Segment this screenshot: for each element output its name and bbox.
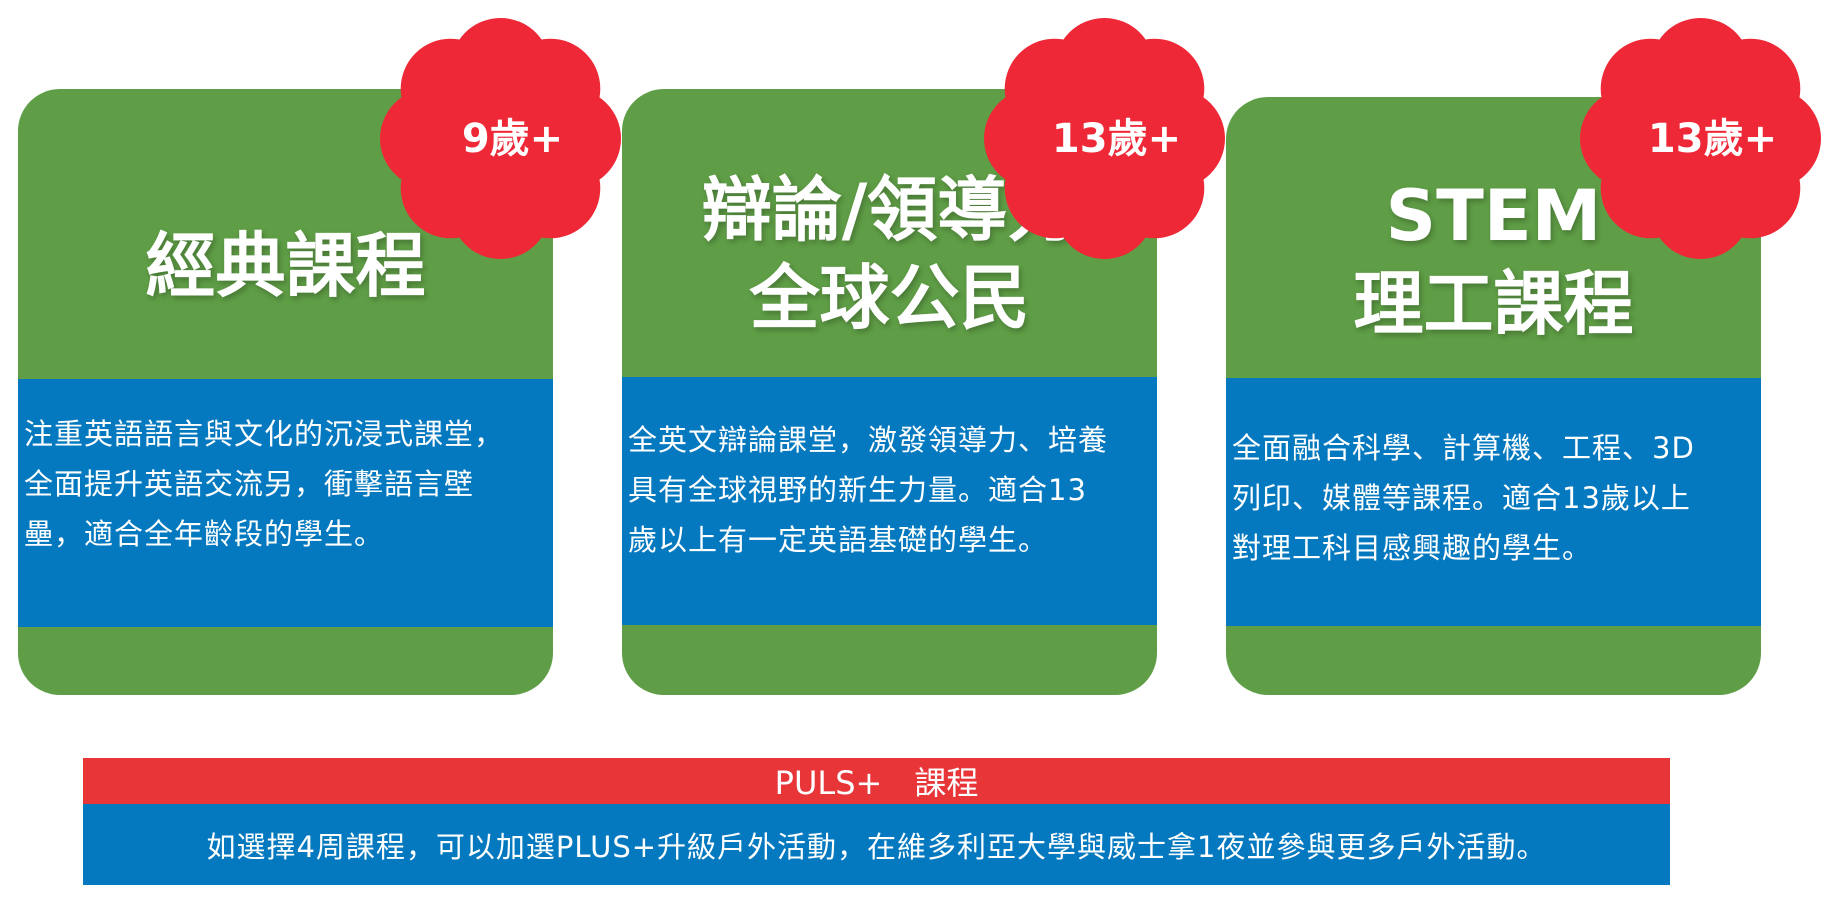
card-title: 經典課程 [18,89,553,379]
age-badge: 13歲+ [1578,16,1823,261]
card-title-line: 全球公民 [749,257,1030,339]
plus-course-banner: PULS+ 課程 如選擇4周課程，可以加選PLUS+升級戶外活動，在維多利亞大學… [83,758,1670,885]
desc-line: 對理工科目感興趣的學生。 [1232,531,1593,565]
age-badge: 9歲+ [378,16,623,261]
flower-badge-icon [984,18,1225,259]
card-description: 注重英語語言與文化的沉浸式課堂， 全面提升英語交流另，衝擊語言壁 壘，適合全年齡… [18,379,553,627]
plus-course-title: PULS+ 課程 [83,758,1670,804]
card-title-line: 經典課程 [145,225,426,307]
card-description: 全英文辯論課堂，激發領導力、培養 具有全球視野的新生力量。適合13 歲以上有一定… [622,377,1157,625]
age-label: 13歲+ [1647,115,1778,162]
desc-line: 歲以上有一定英語基礎的學生。 [628,523,1049,557]
card-title-line: 理工課程 [1353,263,1634,345]
desc-line: 全面融合科學、計算機、工程、3D [1232,431,1695,465]
desc-line: 壘，適合全年齡段的學生。 [24,517,385,551]
desc-line: 全面提升英語交流另，衝擊語言壁 [24,467,475,501]
card-description: 全面融合科學、計算機、工程、3D 列印、媒體等課程。適合13歲以上 對理工科目感… [1226,378,1761,626]
age-label: 13歲+ [1051,115,1182,162]
desc-line: 列印、媒體等課程。適合13歲以上 [1232,481,1691,515]
flower-badge-icon [1580,18,1821,259]
desc-line: 具有全球視野的新生力量。適合13 [628,473,1087,507]
card-title: STEM 理工課程 [1226,97,1761,387]
age-label: 9歲+ [461,115,564,162]
plus-course-description: 如選擇4周課程，可以加選PLUS+升級戶外活動，在維多利亞大學與威士拿1夜並參與… [83,804,1670,885]
desc-line: 注重英語語言與文化的沉浸式課堂， [24,417,505,451]
age-badge: 13歲+ [982,16,1227,261]
desc-line: 全英文辯論課堂，激發領導力、培養 [628,423,1109,457]
flower-badge-icon [380,18,621,259]
card-title-line: STEM [1385,175,1602,257]
